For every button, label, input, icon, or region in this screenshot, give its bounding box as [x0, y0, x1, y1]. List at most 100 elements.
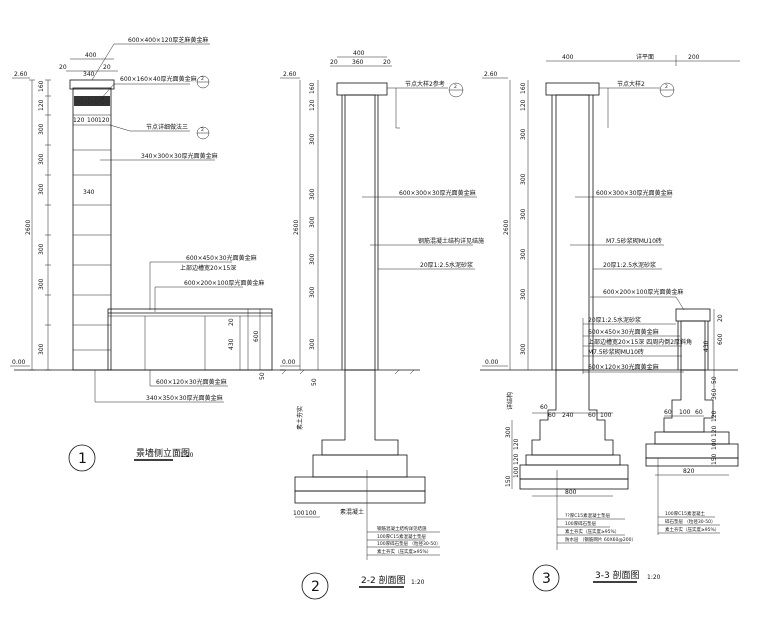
svg-text:120: 120 — [711, 425, 718, 437]
label-facing: 340×300×30厚光面黄金麻 — [141, 152, 218, 160]
view-3-number-circle — [532, 564, 560, 592]
svg-text:300: 300 — [505, 426, 512, 438]
svg-text:2600: 2600 — [293, 220, 300, 235]
svg-text:M7.5砂浆砌MU10砖: M7.5砂浆砌MU10砖 — [588, 348, 644, 356]
label-band: 600×160×40厚光面黄金麻 — [120, 75, 197, 83]
svg-text:300: 300 — [520, 248, 527, 260]
dim-120: 120 — [73, 117, 85, 124]
label-facing-3: 600×300×30厚光面黄金麻 — [596, 189, 673, 197]
svg-text:20: 20 — [717, 314, 724, 322]
svg-text:20: 20 — [330, 59, 338, 66]
dim-340: 340 — [83, 189, 95, 196]
svg-text:160: 160 — [309, 82, 316, 94]
svg-text:240: 240 — [562, 412, 574, 419]
dim-300: 300 — [38, 153, 45, 165]
dim-400: 400 — [85, 52, 97, 59]
svg-text:60: 60 — [548, 412, 556, 419]
svg-text:400: 400 — [562, 54, 574, 61]
svg-text:详结构: 详结构 — [506, 392, 514, 410]
svg-text:2.60: 2.60 — [283, 71, 297, 78]
svg-text:60: 60 — [540, 404, 548, 411]
label-cap: 600×400×120厚芝麻黄金麻 — [128, 36, 208, 44]
label-base-b: 340×350×30厚光面黄金麻 — [146, 394, 223, 402]
svg-text:100: 100 — [305, 510, 317, 517]
section-3-notes-a: ??厚C15素混凝土垫层 100厚碎石垫层 素土夯实（压实度≥95%） 防水层 … — [557, 512, 636, 544]
view-1-side-elevation: 160 120 300 300 300 300 300 300 2600 2.6… — [10, 36, 285, 472]
dim-300: 300 — [38, 123, 45, 135]
svg-text:20厚1:2.5水泥砂浆: 20厚1:2.5水泥砂浆 — [588, 316, 641, 324]
svg-text:100: 100 — [711, 438, 718, 450]
label-node-3: 节点大样2 — [617, 80, 645, 88]
svg-text:钢筋混凝土结构详见结施: 钢筋混凝土结构详见结施 — [377, 525, 427, 532]
svg-text:300: 300 — [309, 133, 316, 145]
label-base-a: 600×120×30光面黄金麻 — [156, 378, 227, 386]
view-1-scale: 1:20 — [180, 452, 194, 459]
label-brick-3: M7.5砂浆砌MU10砖 — [606, 237, 662, 245]
view-2-scale: 1:20 — [411, 579, 425, 586]
svg-text:1: 1 — [78, 451, 87, 467]
svg-text:2.60: 2.60 — [484, 71, 498, 78]
dim-100: 100 — [87, 117, 99, 124]
svg-text:防水层 （钢筋网片 60X60@200）: 防水层 （钢筋网片 60X60@200） — [565, 536, 636, 543]
svg-text:600×120×30光面黄金麻: 600×120×30光面黄金麻 — [588, 363, 659, 371]
label-mortar-2: 20厚1:2.5水泥砂浆 — [420, 261, 473, 269]
svg-text:600: 600 — [253, 330, 260, 342]
dim-340: 340 — [83, 71, 95, 78]
svg-text:400: 400 — [353, 50, 365, 57]
svg-text:120: 120 — [711, 410, 718, 422]
svg-text:100厚碎石垫层: 100厚碎石垫层 — [565, 520, 597, 527]
view-2-section: 160 120 300 300 300 300 300 300 2600 50 … — [280, 50, 484, 600]
svg-text:20: 20 — [383, 59, 391, 66]
pillar-courses — [73, 114, 111, 351]
label-detail-ref: 节点详细做法三 — [146, 123, 188, 131]
svg-text:300: 300 — [520, 128, 527, 140]
svg-text:50: 50 — [311, 378, 318, 386]
svg-text:160: 160 — [520, 82, 527, 94]
svg-text:300: 300 — [309, 338, 316, 350]
svg-text:600×450×30光面黄金麻: 600×450×30光面黄金麻 — [588, 328, 659, 336]
dim-160: 160 — [38, 80, 45, 92]
svg-text:60: 60 — [664, 409, 672, 416]
section-3-notes-b: 100厚C15素混凝土 碎石垫层 （粒径30-50） 素土夯实（压实度≥95%） — [658, 510, 720, 534]
svg-text:300: 300 — [520, 173, 527, 185]
view-3-scale: 1:20 — [647, 574, 661, 581]
dim-120: 120 — [98, 117, 110, 124]
section-3-low-cap — [675, 308, 711, 322]
section-2-column — [344, 94, 376, 371]
dim-820: 820 — [683, 468, 695, 475]
svg-text:2: 2 — [311, 579, 320, 595]
svg-text:150: 150 — [711, 453, 718, 465]
svg-text:300: 300 — [309, 253, 316, 265]
svg-text:50: 50 — [711, 376, 718, 384]
svg-text:60: 60 — [695, 409, 703, 416]
svg-text:2: 2 — [454, 84, 457, 90]
section-2-soil — [294, 490, 426, 504]
label-cap-low: 600×200×100厚光面黄金麻 — [603, 288, 683, 296]
view-2-title: 2-2 剖面图 — [361, 574, 406, 586]
svg-text:60: 60 — [588, 412, 596, 419]
view-1-title: 景墙侧立面图 — [136, 447, 190, 459]
svg-text:430: 430 — [703, 340, 710, 352]
svg-text:430: 430 — [228, 338, 235, 350]
label-mortar-3: 20厚1:2.5水泥砂浆 — [603, 261, 656, 269]
section-2-cap — [336, 82, 388, 96]
svg-text:100: 100 — [600, 412, 612, 419]
dim-300: 300 — [38, 243, 45, 255]
dim-total: 2600 — [25, 220, 32, 235]
svg-text:100厚碎石垫层 （粒径30-50）: 100厚碎石垫层 （粒径30-50） — [377, 540, 441, 547]
svg-text:详平面: 详平面 — [636, 53, 654, 61]
svg-text:3: 3 — [542, 571, 551, 587]
svg-text:300: 300 — [309, 286, 316, 298]
view-2-number-circle — [301, 572, 329, 600]
svg-text:素土夯实: 素土夯实 — [296, 406, 304, 430]
label-facing-2: 600×300×30厚光面黄金麻 — [399, 189, 476, 197]
svg-text:100厚C15素混凝土: 100厚C15素混凝土 — [665, 510, 705, 517]
svg-text:0.00: 0.00 — [485, 359, 499, 366]
svg-text:200: 200 — [688, 54, 700, 61]
svg-text:50: 50 — [259, 372, 266, 380]
svg-text:150: 150 — [505, 475, 512, 487]
svg-text:300: 300 — [520, 208, 527, 220]
svg-text:素混凝土: 素混凝土 — [340, 508, 364, 516]
svg-text:2: 2 — [201, 127, 204, 133]
svg-text:120: 120 — [520, 99, 527, 111]
